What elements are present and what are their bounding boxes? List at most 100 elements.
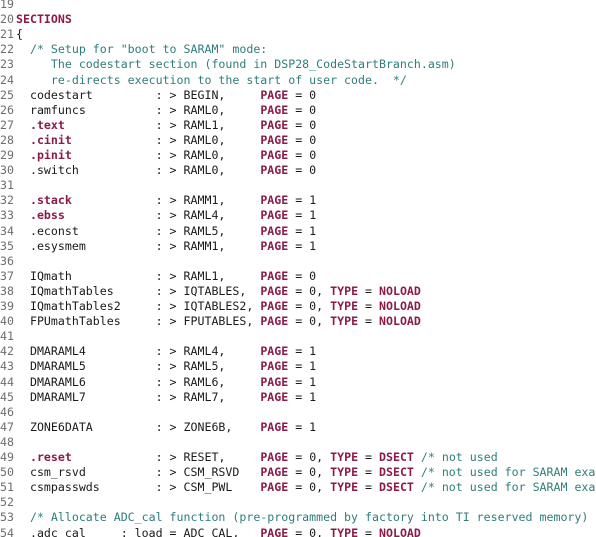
text-token: = 1 (288, 419, 317, 434)
text-token: : > RAML0, (71, 148, 261, 162)
code-text: .pinit : > RAML0, PAGE = 0 (16, 148, 316, 163)
code-text: codestart : > BEGIN, PAGE = 0 (16, 88, 316, 103)
text-token: .adc_cal : load = ADC_CAL, (16, 525, 261, 537)
keyword-token: TYPE (330, 299, 359, 313)
text-token: : > RAML4, (64, 208, 261, 223)
code-text: .stack : > RAMM1, PAGE = 1 (16, 193, 316, 208)
text-token: = 0 (288, 102, 317, 117)
text-token: ZONE6DATA : > ZONE6B, (16, 419, 261, 434)
line-number: 23 (0, 57, 14, 72)
code-text: .adc_cal : load = ADC_CAL, PAGE = 0, TYP… (16, 526, 421, 537)
code-text: .esysmem : > RAMM1, PAGE = 1 (16, 239, 316, 254)
code-text: .ebss : > RAML4, PAGE = 1 (16, 208, 316, 223)
text-token: = 1 (288, 359, 317, 374)
comment-token: re-directs execution to the start of use… (16, 72, 407, 87)
line-number: 34 (0, 223, 14, 238)
keyword-token: PAGE (260, 117, 289, 132)
text-token: = (358, 450, 380, 464)
text-token (414, 465, 421, 479)
keyword-token: SECTIONS (16, 12, 72, 27)
text-token: = 1 (288, 238, 317, 253)
line-number: 47 (0, 419, 14, 434)
keyword-token: PAGE (260, 344, 289, 359)
line-number: 30 (0, 163, 14, 178)
text-token: = (358, 299, 379, 313)
code-text: DMARAML5 : > RAML5, PAGE = 1 (16, 359, 316, 374)
code-text: csm_rsvd : > CSM_RSVD PAGE = 0, TYPE = D… (16, 465, 595, 480)
keyword-token: PAGE (260, 419, 289, 434)
line-number: 41 (0, 329, 14, 344)
text-token: = (358, 283, 379, 298)
text-token: : > RAML1, (64, 117, 261, 132)
line-number: 32 (0, 193, 14, 208)
keyword-token: TYPE (330, 480, 359, 495)
keyword-token: PAGE (260, 268, 289, 283)
keyword-token: PAGE (260, 163, 289, 178)
text-token: = 0 (288, 268, 317, 283)
keyword-token: PAGE (260, 87, 289, 102)
text-token: = 0 (288, 163, 317, 178)
code-text: { (16, 27, 23, 42)
keyword-token: .reset (29, 450, 72, 464)
text-token: = 0, (288, 314, 331, 329)
text-token: = (358, 465, 379, 480)
line-number: 53 (0, 510, 14, 525)
text-token: = 1 (288, 389, 317, 404)
text-token: : > RESET, (71, 450, 261, 464)
keyword-token: PAGE (260, 359, 289, 374)
text-token: = 0, (288, 480, 331, 495)
code-text: .text : > RAML1, PAGE = 0 (16, 118, 316, 133)
text-token: .esysmem : > RAMM1, (16, 238, 261, 253)
keyword-token: .stack (29, 193, 72, 208)
keyword-token: PAGE (260, 480, 289, 495)
comment-token: /* not used for SARAM exa (420, 480, 596, 495)
text-token (16, 208, 30, 222)
text-token: { (16, 27, 23, 42)
keyword-token: TYPE (330, 465, 359, 480)
code-text: DMARAML7 : > RAML7, PAGE = 1 (16, 390, 316, 405)
keyword-token: NOLOAD (379, 314, 421, 329)
text-token: DMARAML7 : > RAML7, (16, 389, 261, 404)
code-text: DMARAML4 : > RAML4, PAGE = 1 (16, 344, 316, 359)
line-number: 40 (0, 314, 14, 329)
line-number: 20 (0, 12, 14, 27)
line-number: 39 (0, 299, 14, 313)
keyword-token: DSECT (379, 480, 414, 495)
keyword-token: PAGE (260, 132, 289, 147)
code-text: .econst : > RAML5, PAGE = 1 (16, 224, 316, 239)
keyword-token: TYPE (330, 314, 359, 329)
line-number: 44 (0, 374, 14, 389)
code-text: SECTIONS (16, 12, 72, 27)
line-number: 48 (0, 434, 14, 449)
text-token: = 1 (288, 223, 317, 238)
text-token: = (358, 525, 379, 537)
keyword-token: PAGE (260, 299, 289, 313)
keyword-token: PAGE (260, 374, 289, 389)
comment-token: /* Allocate ADC_cal function (pre-progra… (16, 510, 589, 525)
text-token: = 1 (288, 344, 317, 359)
code-text: .cinit : > RAML0, PAGE = 0 (16, 133, 316, 148)
text-token: = 0 (288, 132, 317, 147)
keyword-token: PAGE (260, 450, 289, 464)
keyword-token: .pinit (29, 148, 72, 162)
code-text: csmpasswds : > CSM_PWL PAGE = 0, TYPE = … (16, 480, 595, 495)
text-token: IQmath : > RAML1, (16, 268, 261, 283)
text-token: = 0, (288, 299, 331, 313)
keyword-token: PAGE (260, 208, 289, 223)
line-number: 22 (0, 42, 14, 57)
line-number: 25 (0, 87, 14, 102)
text-token: IQmathTables2 : > IQTABLES2, (16, 299, 261, 313)
line-number: 33 (0, 208, 14, 223)
text-token: FPUmathTables : > FPUTABLES, (16, 314, 261, 329)
keyword-token: PAGE (260, 148, 289, 162)
text-token: DMARAML5 : > RAML5, (16, 359, 261, 374)
code-text: .reset : > RESET, PAGE = 0, TYPE = DSECT… (16, 450, 498, 465)
code-text: IQmath : > RAML1, PAGE = 0 (16, 269, 316, 284)
text-token: .econst : > RAML5, (16, 223, 261, 238)
code-text: DMARAML6 : > RAML6, PAGE = 1 (16, 375, 316, 390)
text-token: = (358, 314, 379, 329)
keyword-token: TYPE (330, 525, 359, 537)
line-number: 46 (0, 404, 14, 419)
keyword-token: DSECT (379, 450, 414, 464)
